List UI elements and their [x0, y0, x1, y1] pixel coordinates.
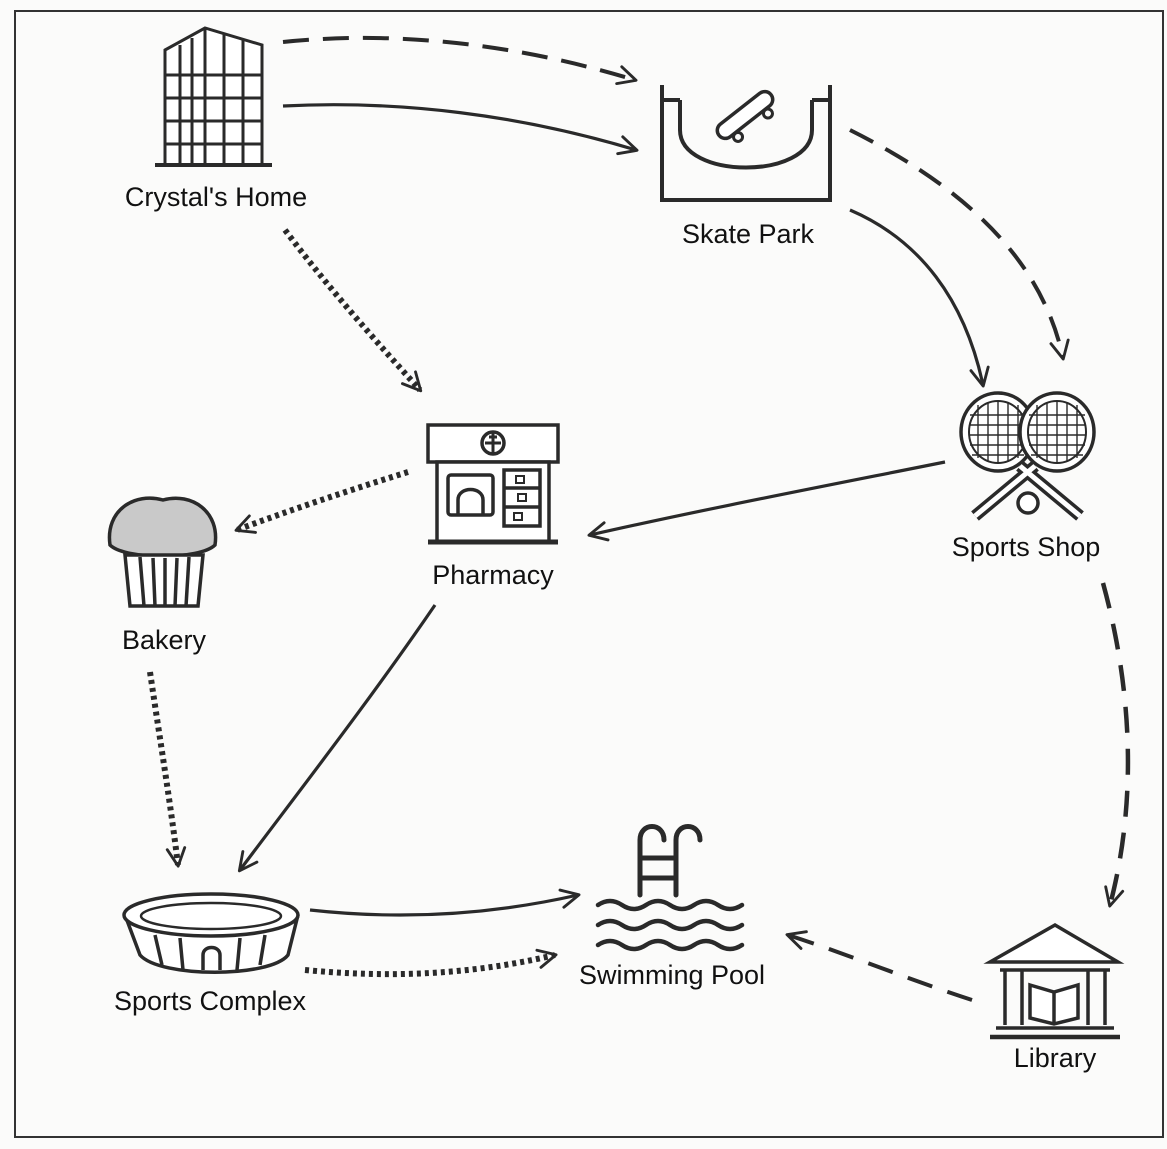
route-pharmacy-sportscomplex-solid [237, 604, 437, 873]
node-label-pharmacy: Pharmacy [432, 560, 554, 590]
route-sportsshop-library-dashed [1100, 582, 1131, 908]
route-bakery-sportscomplex-dotted [147, 671, 187, 868]
route-pharmacy-bakery-dotted [234, 469, 409, 534]
node-label-sports-complex: Sports Complex [113, 986, 307, 1016]
route-sportscomplex-pool-dotted [304, 948, 558, 978]
route-home-skate-dashed [282, 35, 638, 86]
route-library-pool-dashed [785, 930, 973, 1002]
node-label-bakery: Bakery [121, 625, 207, 655]
node-label-swimming-pool: Swimming Pool [578, 960, 766, 990]
node-label-home: Crystal's Home [124, 182, 308, 212]
apartment-building-icon [155, 28, 272, 165]
route-skate-sportsshop-dashed [849, 128, 1070, 361]
library-building-icon [990, 925, 1120, 1037]
skateboard-ramp-icon [662, 85, 830, 200]
route-sportsshop-pharmacy-solid [587, 460, 946, 542]
pool-ladder-icon [598, 827, 742, 950]
stadium-icon [124, 894, 298, 972]
node-label-sports-shop: Sports Shop [951, 532, 1101, 562]
diagram-frame [14, 10, 1164, 1138]
tennis-rackets-icon [961, 393, 1094, 516]
route-home-skate-solid [282, 103, 639, 156]
node-label-skate-park: Skate Park [681, 219, 815, 249]
pharmacy-store-icon [428, 425, 558, 542]
muffin-icon [109, 498, 215, 606]
node-label-library: Library [1013, 1043, 1097, 1073]
route-sportscomplex-pool-solid [309, 888, 581, 917]
route-skate-sportsshop-solid [849, 208, 990, 388]
route-home-pharmacy-dotted [282, 228, 423, 393]
